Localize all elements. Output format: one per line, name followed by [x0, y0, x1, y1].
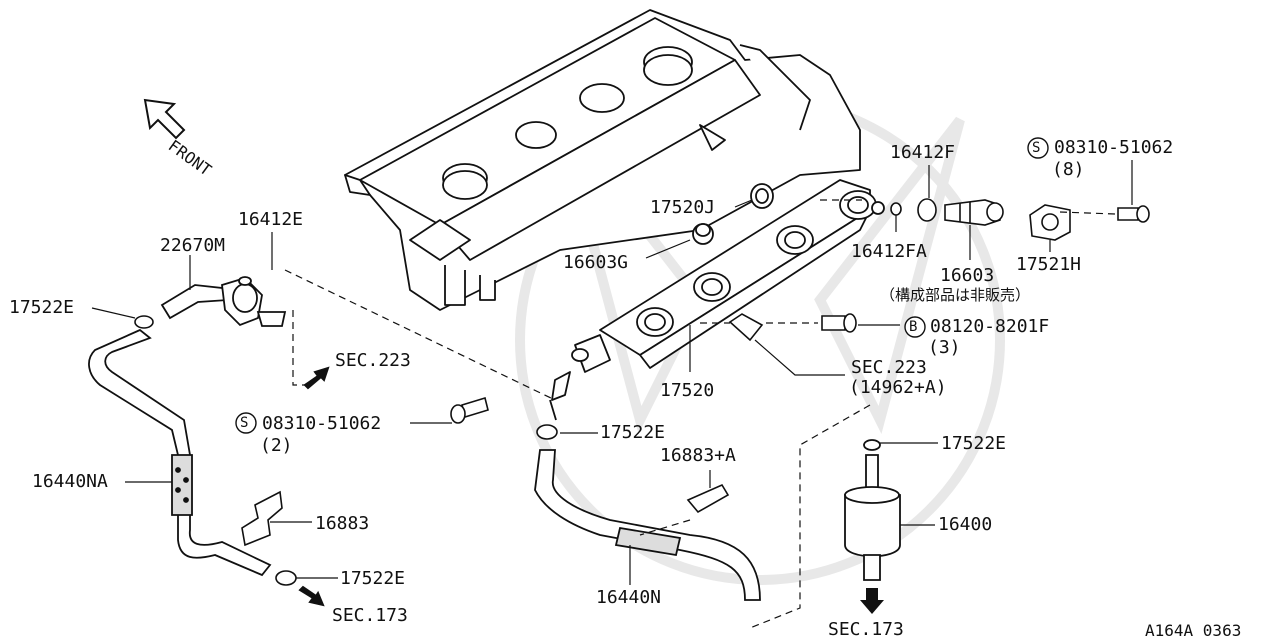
sec173-right-label: SEC.173	[828, 619, 904, 640]
part-16412f-label: 16412F	[890, 142, 956, 163]
hose-clamp-left	[134, 315, 154, 329]
bolt-s-mid-qty-label: (2)	[260, 435, 293, 456]
part-16603g-label: 16603G	[563, 252, 629, 273]
b-mark-letter: B	[909, 319, 918, 335]
part-16440na-label: 16440NA	[32, 471, 108, 492]
o-ring-16412f	[917, 198, 937, 222]
sec223-right-sub-label: (14962+A)	[849, 377, 947, 398]
part-17522e-left-label: 17522E	[9, 297, 75, 318]
part-17520j-label: 17520J	[650, 197, 716, 218]
bolt-s-mid-part-label: 08310-51062	[262, 413, 382, 434]
sec173-right-arrow-icon	[860, 588, 884, 614]
fuel-injector-rail	[549, 179, 885, 421]
leader-lines	[91, 160, 1133, 585]
diagram-reference-code: A164A 0363	[1145, 621, 1242, 640]
part-17522e-bottom-label: 17522E	[340, 568, 406, 589]
bolt-b	[821, 313, 857, 333]
hose-clamp-mid	[536, 424, 558, 440]
seal-ring-17520j	[750, 183, 774, 209]
b-mark-icon	[904, 316, 926, 338]
engine-cylinder-head	[344, 9, 861, 311]
part-16603-label: 16603	[940, 265, 995, 286]
sec173-left-arrow-icon	[298, 585, 325, 607]
part-22670m-label: 22670M	[160, 235, 226, 256]
part-16603-note: （構成部品は非販売）	[880, 286, 1031, 304]
part-16400-label: 16400	[938, 514, 993, 535]
bolt-top	[1117, 205, 1150, 223]
part-16412fa-label: 16412FA	[851, 241, 927, 262]
sec223-right-label: SEC.223	[851, 357, 927, 378]
s-mark-letter: S	[240, 415, 249, 431]
s-mark-letter: S	[1032, 140, 1041, 156]
part-17522e-mid-label: 17522E	[600, 422, 666, 443]
part-17521h-label: 17521H	[1016, 254, 1082, 275]
bolt-top-qty-label: (8)	[1052, 159, 1085, 180]
fuel-injector-16603	[944, 199, 1004, 226]
gasket-17521h	[1029, 204, 1071, 241]
bracket-14962	[728, 313, 764, 342]
fuel-filter-16400	[844, 439, 901, 581]
front-arrow-icon	[143, 98, 186, 140]
hose-sleeve	[171, 454, 193, 516]
fuel-hose-16440n	[534, 449, 761, 601]
part-17522e-right-label: 17522E	[941, 433, 1007, 454]
s-mark-icon	[1027, 137, 1049, 159]
part-16883a-label: 16883+A	[660, 445, 736, 466]
bolt-top-part-label: 08310-51062	[1054, 137, 1174, 158]
part-16883-label: 16883	[315, 513, 370, 534]
bolt-b-qty-label: (3)	[928, 337, 961, 358]
part-16440n-label: 16440N	[596, 587, 662, 608]
clip-16883	[241, 490, 283, 547]
hose-clamp-bottom	[275, 570, 297, 586]
dashed-reference-lines	[284, 199, 1116, 629]
bolt-s-mid	[450, 396, 489, 424]
part-17520-label: 17520	[660, 380, 715, 401]
sec223-left-label: SEC.223	[335, 350, 411, 371]
sec223-arrow-icon	[303, 366, 330, 390]
sec173-left-label: SEC.173	[332, 605, 408, 626]
s-mark-icon	[235, 412, 257, 434]
part-16412e-label: 16412E	[238, 209, 304, 230]
cap-16603g	[692, 223, 714, 245]
clip-16883a	[686, 483, 730, 514]
hose-sleeve	[614, 526, 682, 557]
pressure-regulator-22670m	[160, 276, 287, 327]
bolt-b-part-label: 08120-8201F	[930, 316, 1050, 337]
o-ring-16412fa	[890, 202, 902, 216]
fuel-hose-16440na	[88, 328, 272, 577]
